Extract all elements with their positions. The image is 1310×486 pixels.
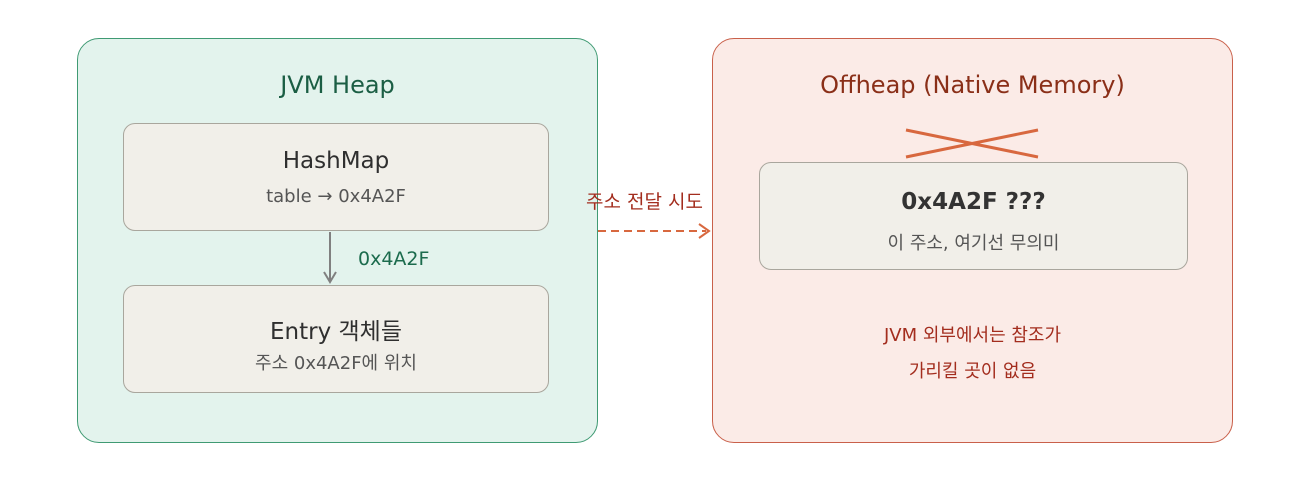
reference-arrow-label: 0x4A2F (358, 248, 430, 270)
invalid-address-title: 0x4A2F ??? (901, 189, 1046, 215)
transfer-attempt-label: 주소 전달 시도 (586, 191, 703, 213)
dashed-transfer-arrow (598, 223, 711, 239)
offheap-panel: Offheap (Native Memory) 0x4A2F ??? 이 주소,… (712, 38, 1233, 443)
jvm-heap-title: JVM Heap (280, 71, 395, 99)
jvm-heap-panel: JVM Heap HashMap table → 0x4A2F 0x4A2F E… (77, 38, 598, 443)
entry-objects-subtitle: 주소 0x4A2F에 위치 (255, 353, 417, 374)
invalid-address-subtitle: 이 주소, 여기선 무의미 (887, 233, 1060, 254)
hashmap-subtitle: table → 0x4A2F (266, 186, 406, 207)
hashmap-title: HashMap (282, 148, 390, 174)
hashmap-box: HashMap table → 0x4A2F (123, 123, 549, 231)
entry-objects-title: Entry 객체들 (270, 319, 402, 345)
entry-objects-box: Entry 객체들 주소 0x4A2F에 위치 (123, 285, 549, 393)
offheap-title: Offheap (Native Memory) (820, 71, 1125, 99)
offheap-note-line-1: JVM 외부에서는 참조가 (883, 325, 1062, 346)
invalid-address-box: 0x4A2F ??? 이 주소, 여기선 무의미 (759, 162, 1188, 270)
offheap-note-line-2: 가리킬 곳이 없음 (908, 361, 1037, 382)
